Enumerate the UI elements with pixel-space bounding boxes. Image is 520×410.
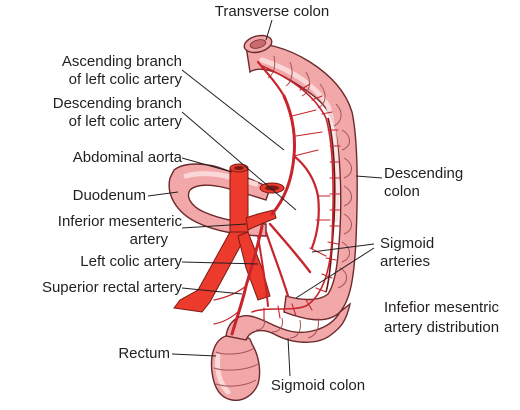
label-inferior-mesenteric-1: Inferior mesenteric xyxy=(58,213,183,230)
common-iliac-right xyxy=(237,231,271,301)
abdominal-aorta-shape xyxy=(229,167,249,233)
label-left-colic: Left colic artery xyxy=(80,253,182,270)
label-ascending-branch-2: of left colic artery xyxy=(69,71,183,88)
label-transverse-colon: Transverse colon xyxy=(215,3,330,20)
transverse-colon-lumen xyxy=(249,39,267,49)
label-descending-colon-1: Descending xyxy=(384,165,463,182)
label-rectum: Rectum xyxy=(118,345,170,362)
labels: Transverse colon Ascending branch of lef… xyxy=(42,3,500,394)
arteries xyxy=(173,60,341,336)
label-sigmoid-arteries-2: arteries xyxy=(380,253,430,270)
label-sigmoid-arteries-1: Sigmoid xyxy=(380,235,434,252)
ima-trunk xyxy=(245,209,277,231)
label-ascending-branch-1: Ascending branch xyxy=(62,53,182,70)
label-descending-branch-2: of left colic artery xyxy=(69,113,183,130)
leader-lines xyxy=(147,19,383,377)
label-sigmoid-colon: Sigmoid colon xyxy=(271,377,365,394)
label-abdominal-aorta: Abdominal aorta xyxy=(73,149,183,166)
label-duodenum: Duodenum xyxy=(73,187,146,204)
label-distribution-2: artery distribution xyxy=(384,319,499,336)
label-superior-rectal: Superior rectal artery xyxy=(42,279,183,296)
label-distribution-1: Infefior mesentric xyxy=(384,299,500,316)
label-descending-branch-1: Descending branch xyxy=(53,95,182,112)
label-descending-colon-2: colon xyxy=(384,183,420,200)
common-iliac-left xyxy=(173,231,249,313)
label-inferior-mesenteric-2: artery xyxy=(130,231,169,248)
